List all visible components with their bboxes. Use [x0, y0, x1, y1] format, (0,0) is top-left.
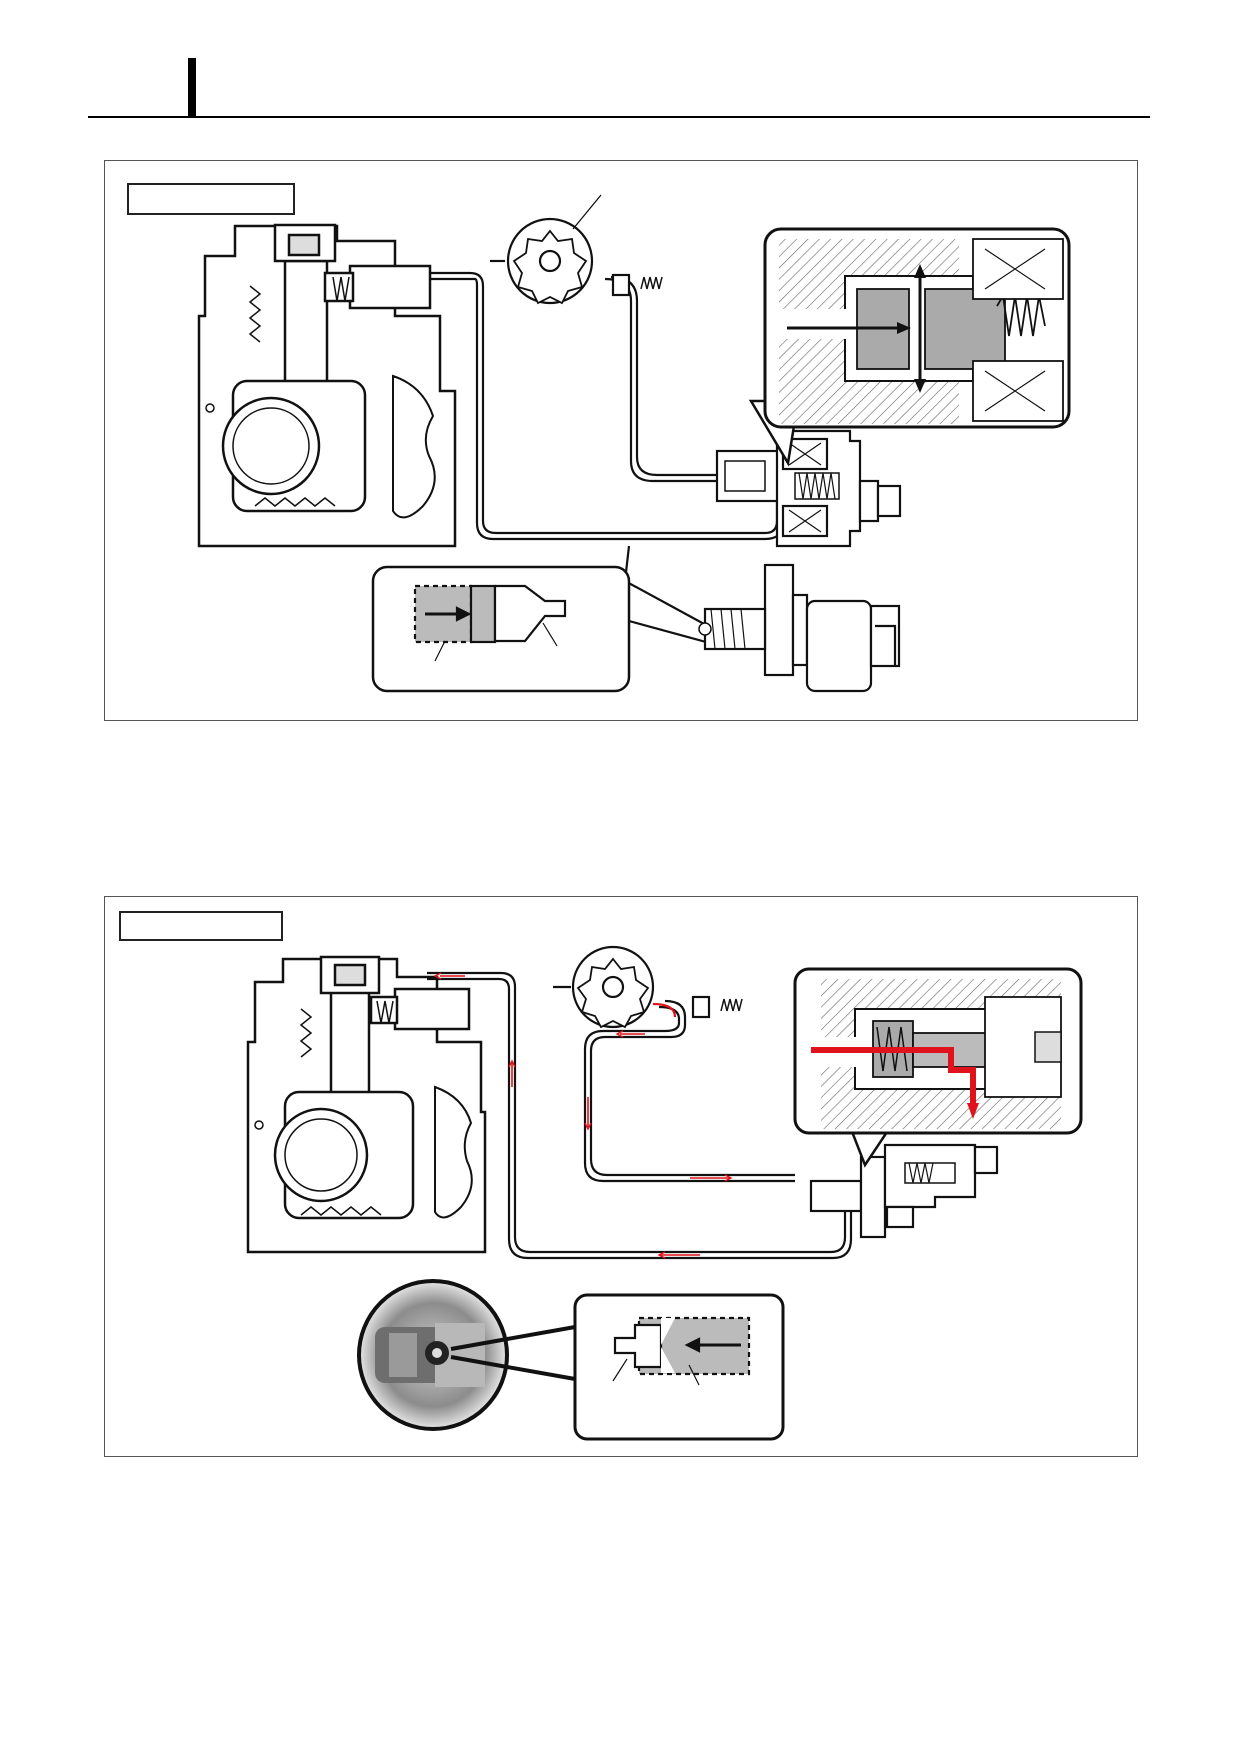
- valve-cutaway-detail-icon: [748, 227, 1071, 467]
- header-rule: [88, 116, 1150, 118]
- section-marker-bar: [188, 58, 196, 118]
- flow-direction-arrows: [433, 972, 733, 1259]
- fuel-pump-body-icon: [246, 955, 487, 1254]
- gear-pump-icon: [490, 194, 663, 305]
- fuel-lines: [427, 971, 853, 1260]
- figure-2-frame: [104, 896, 1138, 1457]
- orifice-detail-icon: [371, 545, 718, 693]
- control-valve-icon: [809, 1143, 999, 1239]
- orifice-detail-icon: [573, 1293, 785, 1441]
- fuel-pump-body-icon: [197, 223, 457, 548]
- figure-1-frame: [104, 160, 1138, 721]
- valve-cutaway-detail-icon: [793, 967, 1083, 1168]
- valve-solenoid-icon: [698, 563, 901, 693]
- gear-pump-icon: [553, 945, 743, 1029]
- figure-2-label-box: [119, 911, 283, 941]
- figure-2-drawing: [246, 945, 1083, 1441]
- control-valve-icon: [715, 429, 902, 548]
- orifice-photo-icon: [357, 1279, 576, 1431]
- figure-1-label-box: [127, 183, 295, 215]
- figure-1-drawing: [197, 194, 1071, 693]
